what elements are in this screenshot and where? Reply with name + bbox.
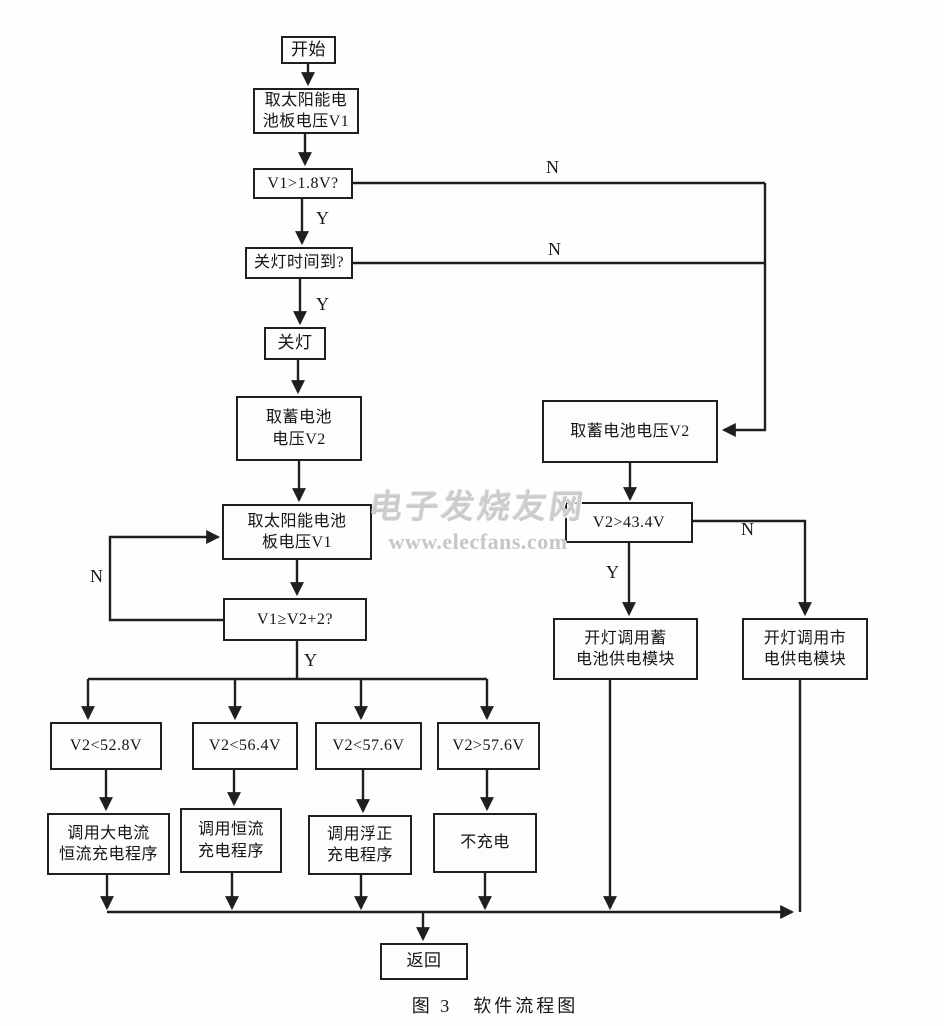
node-lamp-off: 关灯 — [264, 327, 326, 360]
edge-right-vertical-to-getbatt — [721, 183, 767, 437]
edge-label-check-v1-n: N — [546, 157, 559, 177]
node-start: 开始 — [281, 36, 336, 64]
figure-caption: 图 3 软件流程图 — [411, 996, 579, 1016]
node-lamp-on-battery-module: 开灯调用蓄 电池供电模块 — [553, 618, 698, 680]
edge-check434-n — [693, 519, 812, 617]
edge-loop-n — [108, 530, 223, 622]
node-lamp-on-mains-module: 开灯调用市 电供电模块 — [742, 618, 868, 680]
node-check-v1: V1>1.8V? — [253, 168, 353, 199]
edge-label-loop-n: N — [90, 566, 103, 586]
node-check-v1-ge-v2p2: V1≥V2+2? — [223, 598, 367, 641]
node-call-high-current: 调用大电流 恒流充电程序 — [47, 813, 170, 875]
edge-label-check-lamp-y: Y — [316, 294, 329, 314]
node-check-v2-gt-434: V2>43.4V — [565, 502, 693, 543]
node-return: 返回 — [380, 943, 468, 980]
node-check-v2-gt-576: V2>57.6V — [437, 722, 540, 770]
node-check-v2-lt-576: V2<57.6V — [315, 722, 422, 770]
node-call-float-charge: 调用浮正 充电程序 — [308, 815, 412, 875]
edge-label-check434-n: N — [741, 519, 754, 539]
edge-label-split-y: Y — [304, 650, 317, 670]
node-get-solar-v1-mid: 取太阳能电池 板电压V1 — [222, 504, 372, 560]
node-get-batt-v2-right: 取蓄电池电压V2 — [542, 400, 718, 463]
edge-label-check-v1-y: Y — [316, 208, 329, 228]
edge-label-check-lamp-n: N — [548, 239, 561, 259]
node-get-solar-v1-top: 取太阳能电 池板电压V1 — [253, 88, 359, 134]
edge-label-check434-y: Y — [606, 562, 619, 582]
node-check-v2-lt-528: V2<52.8V — [50, 722, 162, 770]
node-get-batt-v2-left: 取蓄电池 电压V2 — [236, 396, 362, 461]
node-check-v2-lt-564: V2<56.4V — [192, 722, 298, 770]
node-no-charge: 不充电 — [433, 813, 537, 873]
node-call-constant-current: 调用恒流 充电程序 — [180, 808, 282, 873]
node-check-lamp-off-time: 关灯时间到? — [245, 247, 353, 279]
